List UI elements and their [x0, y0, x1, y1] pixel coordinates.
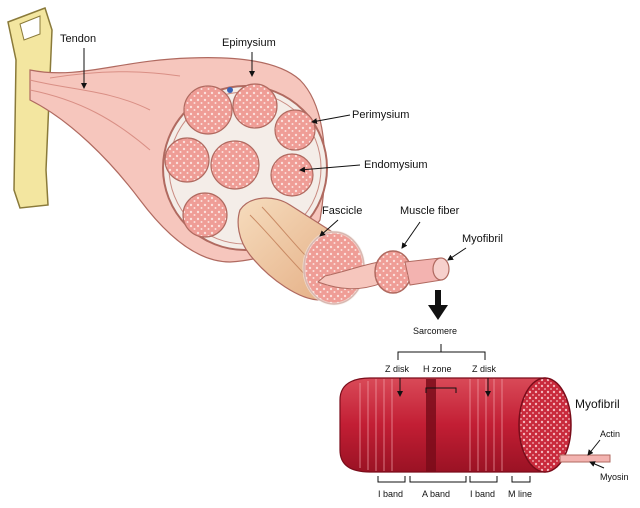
label-tendon: Tendon — [60, 33, 96, 45]
label-myofibril-large: Myofibril — [575, 397, 620, 411]
actin-strand — [559, 454, 611, 463]
blood-vessel — [227, 87, 233, 93]
label-muscle-fiber: Muscle fiber — [400, 205, 460, 217]
fascicle-bundles — [164, 83, 316, 238]
label-a-band: A band — [422, 489, 450, 499]
muscle-fiber — [317, 250, 412, 294]
label-z-disk-left: Z disk — [385, 364, 410, 374]
band-brackets — [377, 476, 531, 483]
label-epimysium: Epimysium — [222, 37, 276, 49]
label-sarcomere: Sarcomere — [413, 326, 457, 336]
label-i-band-right: I band — [470, 489, 495, 499]
bone — [7, 7, 53, 209]
label-h-zone: H zone — [423, 364, 452, 374]
label-actin: Actin — [600, 429, 620, 439]
sarcomere-bracket — [397, 344, 486, 360]
leader-lines — [81, 48, 605, 469]
myofibril-small — [404, 257, 450, 286]
zoom-arrow — [428, 290, 448, 320]
m-line-band — [426, 379, 436, 472]
label-m-line: M line — [508, 489, 532, 499]
label-z-disk-right: Z disk — [472, 364, 497, 374]
myofibril-large — [339, 377, 611, 473]
label-i-band-left: I band — [378, 489, 403, 499]
label-fascicle: Fascicle — [322, 205, 362, 217]
label-perimysium: Perimysium — [352, 109, 409, 121]
label-myofibril-small: Myofibril — [462, 233, 503, 245]
label-endomysium: Endomysium — [364, 159, 428, 171]
label-myosin: Myosin — [600, 472, 629, 482]
